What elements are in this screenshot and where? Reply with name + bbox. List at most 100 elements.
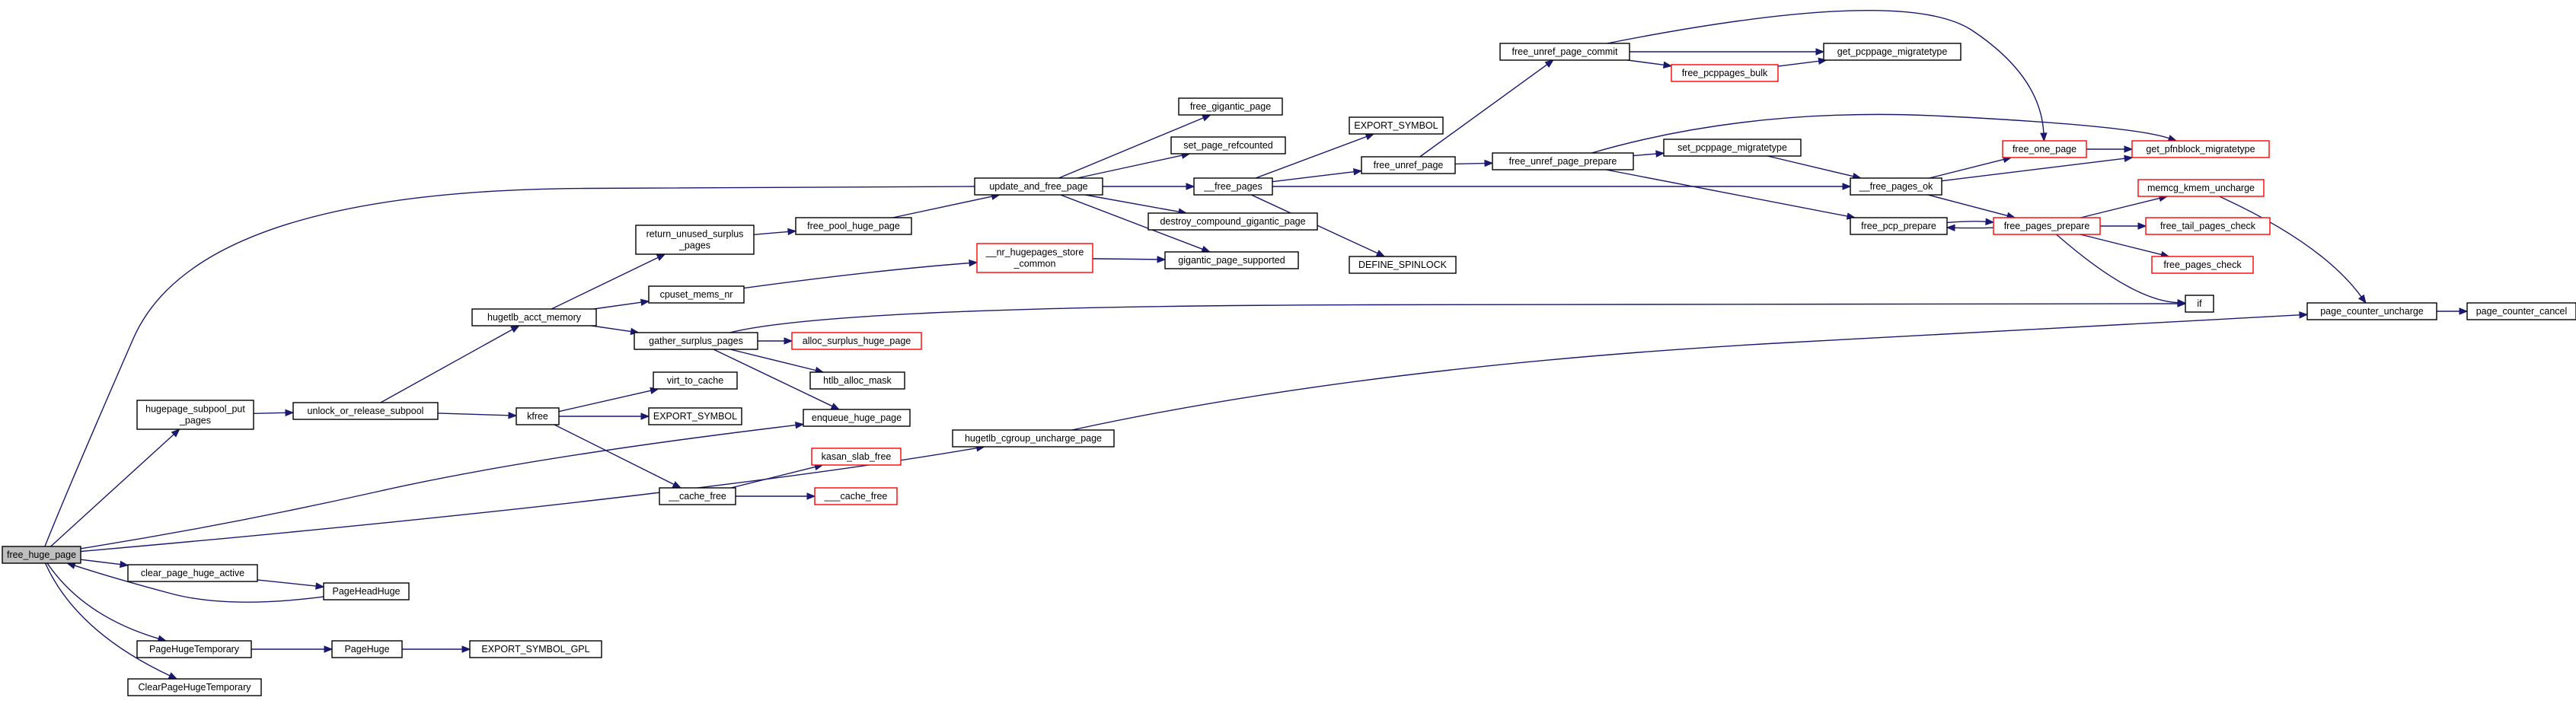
function-node-ClearPageHugeTemporary[interactable]: ClearPageHugeTemporary [127,678,262,696]
call-edge-hugetlb_acct_memory-to-gather_surplus_pages [591,325,640,336]
function-node-cpuset_mems_nr[interactable]: cpuset_mems_nr [648,285,745,304]
function-node-if[interactable]: if [2185,295,2214,313]
arrowhead-icon [1946,224,1955,232]
arrowhead-icon [656,253,666,261]
function-node-alloc_surplus_huge_page[interactable]: alloc_surplus_huge_page [791,332,922,350]
function-node-free_pool_huge_page[interactable]: free_pool_huge_page [795,217,912,235]
node-box [2306,302,2437,320]
node-box [1361,156,1456,174]
arrowhead-icon [784,337,793,345]
node-label: free_pcppages_bulk [1682,68,1768,78]
edge-line [2080,234,2162,256]
function-node-free_pcp_prepare[interactable]: free_pcp_prepare [1850,217,1948,235]
node-label: free_gigantic_page [1190,101,1271,112]
arrowhead-icon [1985,218,1995,225]
arrowhead-icon [324,645,334,653]
function-node-PageHugeTemporary[interactable]: PageHugeTemporary [136,640,252,658]
edge-line [1591,113,2169,154]
call-edge-free_pcp_prepare-to-free_pages_prepare [1946,218,1995,225]
edge-line [591,325,631,333]
function-node-free_pcppages_bulk[interactable]: free_pcppages_bulk [1671,64,1779,82]
node-label: PageHugeTemporary [149,644,240,655]
arrowhead-icon [2124,154,2134,162]
call-edge-free_unref_page_prepare-to-free_pcp_prepare [1606,169,1856,220]
node-box [2131,140,2270,158]
call-edge-free_unref_page_commit-to-get_pcppage_migratetype [1630,48,1825,56]
function-node-free_unref_page_prepare[interactable]: free_unref_page_prepare [1492,152,1634,170]
edge-line [551,256,659,310]
function-node-free_gigantic_page[interactable]: free_gigantic_page [1178,97,1283,116]
function-node-free_pages[interactable]: __free_pages [1193,177,1273,196]
function-node-free_pages_prepare[interactable]: free_pages_prepare [1993,217,2101,235]
function-node-free_tail_pages_check[interactable]: free_tail_pages_check [2145,217,2271,235]
edge-line [1929,158,2004,179]
node-label: free_pcp_prepare [1861,221,1936,231]
call-edge-free_pages_ok-to-get_pfnblock_migratetype [1941,154,2134,182]
function-node-free_one_page[interactable]: free_one_page [2002,140,2087,158]
function-node-free_unref_page_commit[interactable]: free_unref_page_commit [1499,43,1630,61]
node-label: free_pages_prepare [2004,221,2090,231]
function-node-kfree[interactable]: kfree [516,407,560,425]
node-label: _pages [678,241,710,251]
function-node-set_pcppage_migratetype[interactable]: set_pcppage_migratetype [1663,139,1802,157]
function-node-free_huge_page[interactable]: free_huge_page [2,546,81,564]
call-edge-cpuset_mems_nr-to-nr_hugepages_store_common [743,259,978,289]
function-node-get_pfnblock_migratetype[interactable]: get_pfnblock_migratetype [2131,140,2270,158]
function-node-get_pcppage_migratetype[interactable]: get_pcppage_migratetype [1823,43,1962,61]
node-box [976,243,1093,273]
node-box [791,332,922,350]
call-edge-cache_free-to-___cache_free [736,492,816,500]
node-label: _common [1013,259,1056,269]
function-node-gigantic_page_supported[interactable]: gigantic_page_supported [1164,251,1299,269]
function-node-cache_free[interactable]: __cache_free [659,487,736,505]
function-node-clear_page_huge_active[interactable]: clear_page_huge_active [127,564,258,582]
function-node-PageHuge[interactable]: PageHuge [331,640,403,658]
function-node-unlock_or_release_subpool[interactable]: unlock_or_release_subpool [292,402,439,420]
function-node-hugetlb_cgroup_uncharge_page[interactable]: hugetlb_cgroup_uncharge_page [952,429,1115,448]
function-node-EXPORT_SYMBOL_fp[interactable]: EXPORT_SYMBOL [1349,116,1444,135]
node-box [811,448,902,466]
function-node-page_counter_uncharge[interactable]: page_counter_uncharge [2306,302,2437,320]
node-label: __free_pages_ok [1859,181,1933,192]
function-node-free_pages_ok[interactable]: __free_pages_ok [1850,177,1942,196]
node-label: htlb_alloc_mask [823,375,892,386]
function-node-free_unref_page[interactable]: free_unref_page [1361,156,1456,174]
function-node-update_and_free_page[interactable]: update_and_free_page [974,177,1103,196]
edge-line [44,186,975,547]
function-node-virt_to_cache[interactable]: virt_to_cache [653,371,738,390]
function-node-EXPORT_SYMBOL_kfree[interactable]: EXPORT_SYMBOL [648,407,742,425]
edge-line [729,303,2179,333]
node-label: free_one_page [2013,144,2076,154]
arrowhead-icon [1375,250,1386,257]
arrowhead-icon [969,259,978,267]
node-box [1349,116,1444,135]
function-node-hugepage_subpool_put_pages[interactable]: hugepage_subpool_put_pages [136,400,254,430]
edge-line [1060,194,1203,250]
function-node-kasan_slab_free[interactable]: kasan_slab_free [811,448,902,466]
function-node-gather_surplus_pages[interactable]: gather_surplus_pages [634,332,758,350]
function-node-page_counter_cancel[interactable]: page_counter_cancel [2466,302,2576,320]
function-node-set_page_refcounted[interactable]: set_page_refcounted [1170,136,1286,154]
function-node-EXPORT_SYMBOL_GPL[interactable]: EXPORT_SYMBOL_GPL [469,640,602,658]
edge-line [2080,197,2160,218]
function-node-PageHeadHuge[interactable]: PageHeadHuge [323,582,410,600]
function-node-htlb_alloc_mask[interactable]: htlb_alloc_mask [809,371,905,390]
function-node-___cache_free[interactable]: ___cache_free [814,487,898,505]
arrowhead-icon [285,409,295,417]
function-node-return_unused_surplus_pages[interactable]: return_unused_surplus_pages [635,225,755,255]
function-node-DEFINE_SPINLOCK[interactable]: DEFINE_SPINLOCK [1349,256,1457,274]
call-edge-free_one_page-to-get_pfnblock_migratetype [2086,145,2134,153]
node-label: set_page_refcounted [1183,140,1273,151]
function-node-destroy_compound_gigantic_page[interactable]: destroy_compound_gigantic_page [1148,212,1318,231]
edge-line [593,301,642,310]
node-label: hugepage_subpool_put [145,404,245,415]
edge-line [1272,171,1355,183]
arrowhead-icon [1662,61,1673,68]
function-node-nr_hugepages_store_common[interactable]: __nr_hugepages_store_common [976,243,1093,273]
call-edge-PageHuge-to-EXPORT_SYMBOL_GPL [402,645,471,653]
function-node-free_pages_check[interactable]: free_pages_check [2151,256,2254,274]
node-label: memcg_kmem_uncharge [2147,183,2255,193]
function-node-memcg_kmem_uncharge[interactable]: memcg_kmem_uncharge [2137,179,2265,197]
function-node-hugetlb_acct_memory[interactable]: hugetlb_acct_memory [471,308,597,327]
function-node-enqueue_huge_page[interactable]: enqueue_huge_page [803,409,911,427]
